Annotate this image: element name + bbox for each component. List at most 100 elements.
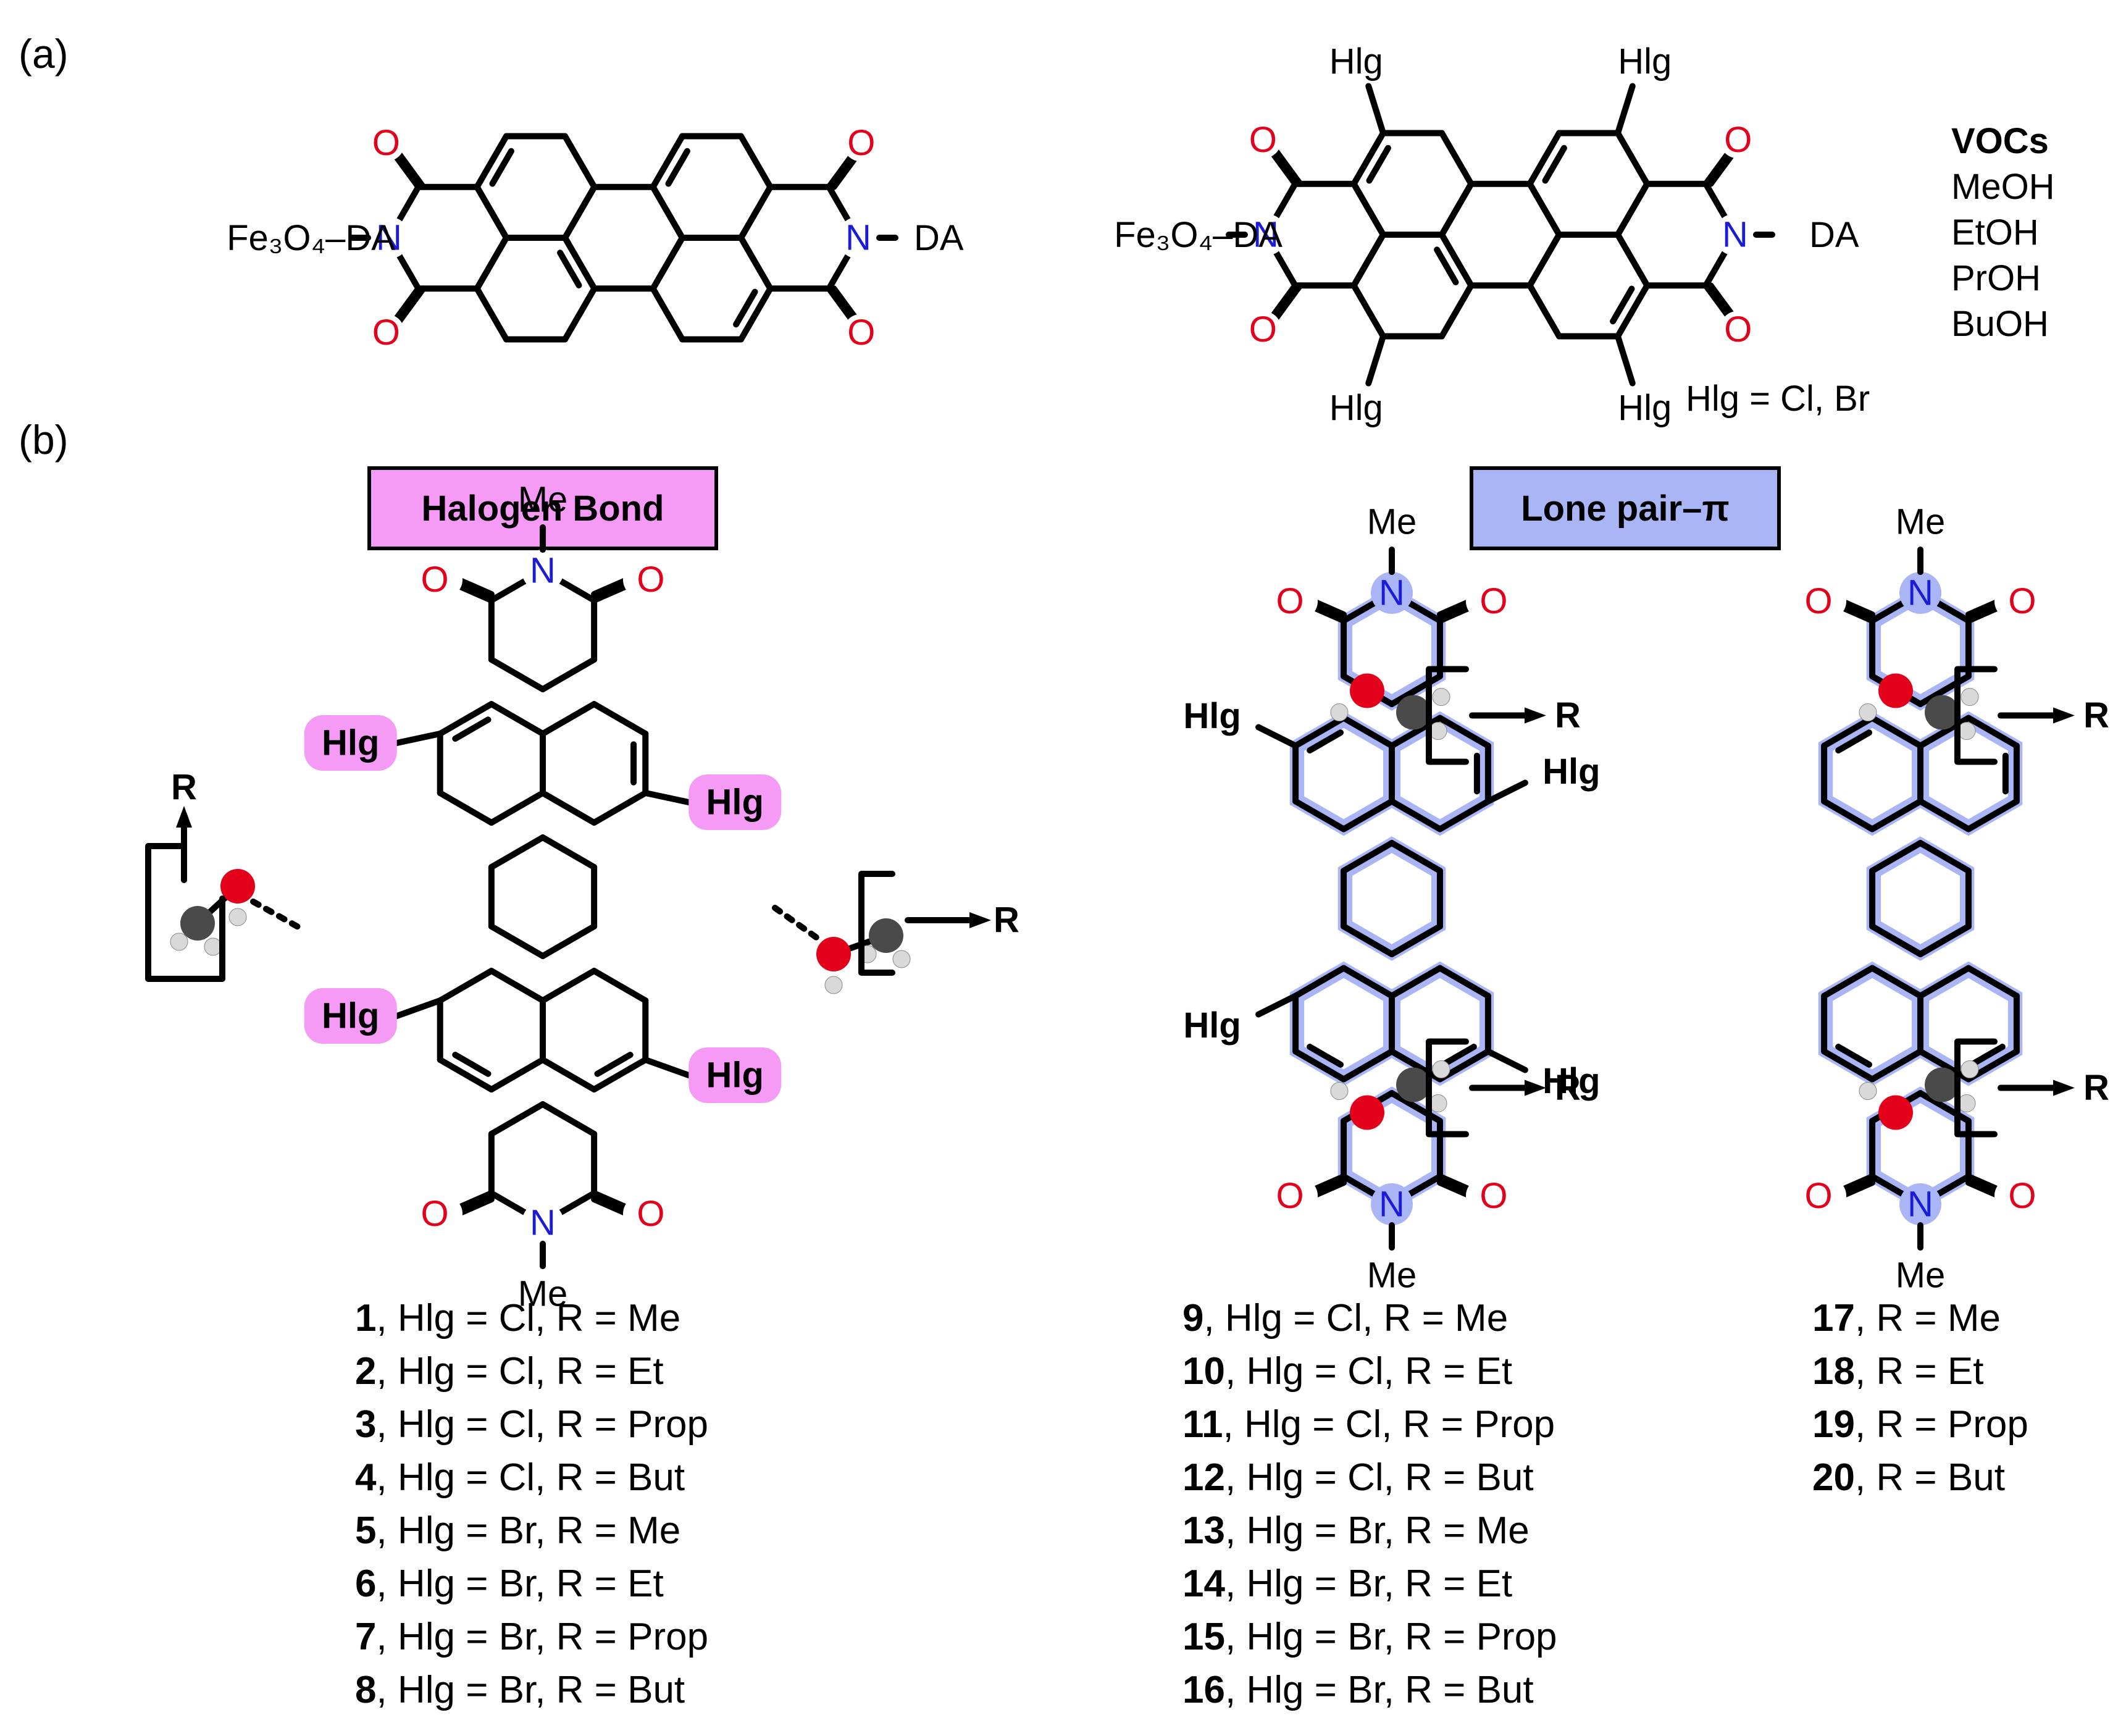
oxygen-atom: O xyxy=(372,123,400,163)
oxygen-atom: O xyxy=(1276,581,1304,621)
compound-number: 20 xyxy=(1812,1456,1855,1499)
r-bracket-left xyxy=(145,843,225,982)
methyl-label: Me xyxy=(1367,1256,1417,1296)
hydrogen-atom xyxy=(1330,703,1349,722)
compound-spec: , Hlg = Br, R = But xyxy=(376,1669,685,1711)
halogen-bond xyxy=(642,790,692,806)
n-bg xyxy=(522,1202,564,1244)
compound-number: 6 xyxy=(355,1562,376,1605)
o-bg xyxy=(622,561,660,598)
ring-bond xyxy=(1350,180,1386,238)
halogen-bond-title: Halogen Bond xyxy=(421,489,664,529)
ring-bond xyxy=(1350,232,1386,289)
oxygen-atom: O xyxy=(637,560,664,600)
compound-number: 16 xyxy=(1182,1669,1225,1711)
compound-number: 4 xyxy=(355,1456,377,1499)
oxygen-atom xyxy=(220,869,255,904)
r-label: R xyxy=(2083,1068,2109,1108)
panel-label-a: (a) xyxy=(19,31,69,77)
double-bond-inner xyxy=(452,716,492,742)
ring-bond xyxy=(562,285,598,343)
halogen-bond xyxy=(1255,992,1299,1018)
ring-bond xyxy=(1341,923,1395,958)
oxygen-atom: O xyxy=(2008,581,2036,621)
double-bond-inner xyxy=(452,1052,492,1077)
ring-bond xyxy=(474,183,509,241)
ring-bond xyxy=(562,133,598,190)
ring-bond xyxy=(562,235,598,292)
halogen-bond xyxy=(1484,779,1528,805)
o-bg xyxy=(1244,311,1282,348)
ring-bond xyxy=(1965,715,2020,749)
compound-entry: 20, R = But xyxy=(1812,1456,2005,1499)
ring-bond xyxy=(738,285,774,343)
o-bg xyxy=(1465,1177,1503,1215)
methyl-label: Me xyxy=(1367,502,1417,542)
halogen-definition: Hlg = Cl, Br xyxy=(1686,379,1870,419)
ring-bond xyxy=(1389,965,1443,999)
compound-entry: 17, R = Me xyxy=(1812,1297,2001,1340)
oxygen-atom: O xyxy=(1276,1176,1304,1216)
highlight-inner xyxy=(1881,603,1960,694)
compound-spec: , Hlg = Br, R = Prop xyxy=(376,1616,708,1658)
nitrogen-atom: N xyxy=(376,218,402,258)
oxygen-atom: O xyxy=(1249,309,1277,350)
arrow-head xyxy=(176,806,192,828)
ring-bond xyxy=(1615,130,1651,187)
compound-entry: 19, R = Prop xyxy=(1812,1403,2028,1446)
o-bg xyxy=(367,124,405,162)
highlight-inner xyxy=(1833,978,1912,1070)
halogen-contact xyxy=(772,905,821,942)
compound-entry: 7, Hlg = Br, R = Prop xyxy=(355,1616,708,1658)
ring-bond xyxy=(1292,798,1347,832)
o-bg xyxy=(425,561,463,598)
compound-entry: 16, Hlg = Br, R = But xyxy=(1182,1669,1534,1711)
hydrogen-atom xyxy=(1957,1094,1976,1113)
ring-bond xyxy=(1439,232,1475,289)
voc-item: EtOH xyxy=(1951,212,2039,253)
compound-spec: , Hlg = Cl, R = But xyxy=(376,1456,685,1499)
halogen-left-lower: Hlg xyxy=(322,996,379,1036)
ring-bond xyxy=(1917,923,1972,958)
nitrogen-atom: N xyxy=(1379,573,1405,613)
halogen-left-upper: Hlg xyxy=(322,723,379,763)
compound-entry: 14, Hlg = Br, R = Et xyxy=(1182,1562,1512,1605)
hydrogen-atom xyxy=(1330,1082,1349,1101)
ring-bond xyxy=(591,1057,649,1093)
o-bg xyxy=(425,1195,463,1233)
compound-number: 8 xyxy=(355,1669,376,1711)
oxygen-atom: O xyxy=(637,1194,664,1234)
o-bg xyxy=(1465,582,1503,620)
ring-bond xyxy=(1292,715,1347,749)
compound-spec: , Hlg = Cl, R = Et xyxy=(1225,1350,1512,1393)
compound-entry: 11, Hlg = Cl, R = Prop xyxy=(1182,1403,1555,1446)
highlight-inner xyxy=(1352,603,1431,694)
compound-entry: 15, Hlg = Br, R = Prop xyxy=(1182,1616,1557,1658)
ring-bond xyxy=(650,235,685,292)
ring-bond xyxy=(437,790,495,826)
hydrogen-atom xyxy=(824,976,843,994)
ring-bond xyxy=(1526,232,1562,289)
ring-bond xyxy=(1869,923,1923,958)
compound-spec: , Hlg = Cl, R = But xyxy=(1225,1456,1534,1499)
ring-bond xyxy=(1917,840,1972,874)
ring-bond xyxy=(540,923,598,960)
ring-bond xyxy=(1350,130,1386,187)
halogen-label: Hlg xyxy=(1618,388,1672,428)
double-bond-inner xyxy=(1968,1044,2006,1068)
ring-bond xyxy=(488,923,546,960)
compound-spec: , Hlg = Br, R = Et xyxy=(376,1562,663,1605)
double-bond-inner xyxy=(1439,1044,1477,1068)
carbon-atom xyxy=(1925,695,1959,730)
ring-bond xyxy=(1350,282,1386,340)
voc-item: PrOH xyxy=(1951,258,2041,298)
compound-number: 17 xyxy=(1812,1297,1855,1340)
compound-number: 12 xyxy=(1182,1456,1225,1499)
nitrogen-atom: N xyxy=(530,1203,556,1243)
double-bond-inner xyxy=(1835,729,1873,754)
oxygen-atom xyxy=(1350,1095,1384,1130)
o-bg xyxy=(1719,121,1757,159)
ring-bond xyxy=(1869,965,1923,999)
